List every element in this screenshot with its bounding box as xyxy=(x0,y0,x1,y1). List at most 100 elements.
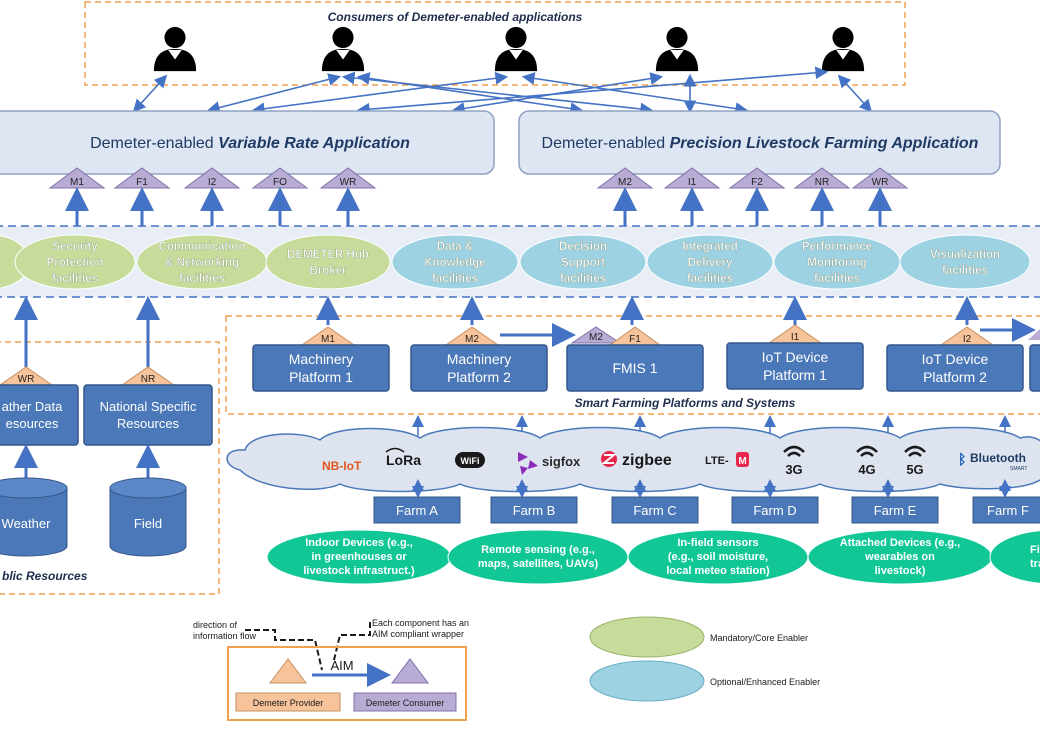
consumer-user-icon-5 xyxy=(821,26,865,72)
zigbee-logo: zigbee xyxy=(622,452,672,469)
g5-logo: 5G xyxy=(906,462,923,477)
bluetooth-logo: Bluetooth xyxy=(970,451,1026,465)
vra-tag-3: I2 xyxy=(208,177,217,188)
iot-device-platform-1 xyxy=(726,342,864,390)
offscreen-platform xyxy=(1029,344,1040,392)
wifi-logo-box xyxy=(455,452,485,468)
mp1-tag-label: M1 xyxy=(321,334,335,345)
network-tech-logos: NB-IoT LoRa WiFi sigfox zigbee LTE- M 3G… xyxy=(322,445,1027,477)
vra-consumer-tags: M1 F1 I2 FO WR xyxy=(48,167,377,189)
device-in-field: In-field sensors(e.g., soil moisture,loc… xyxy=(666,537,770,577)
plf-tag-2: I1 xyxy=(688,177,697,188)
vra-tag-5: WR xyxy=(340,177,357,188)
nbiot-logo: NB-IoT xyxy=(322,459,362,473)
vra-tag-4: FO xyxy=(273,177,287,188)
wifi-logo: WiFi xyxy=(461,456,480,466)
legend-consumer-box xyxy=(353,692,457,712)
db-up-arrows xyxy=(13,444,160,478)
platforms-title: Smart Farming Platforms and Systems xyxy=(575,396,796,410)
field-database xyxy=(109,477,187,557)
plf-tag-3: F2 xyxy=(751,177,763,188)
legend-consumer-label: Demeter Consumer xyxy=(366,698,445,708)
bluetooth-icon: ᛒ xyxy=(958,451,966,467)
enabler-ellipses xyxy=(0,234,1031,290)
device-remote-sensing: Remote sensing (e.g.,maps, satellites, U… xyxy=(478,544,599,570)
legend-mandatory-ellipse xyxy=(589,616,705,658)
plf-tag-4: NR xyxy=(815,177,829,188)
farm-e-label: Farm E xyxy=(874,503,917,518)
fmis-consumer-tag-label: M2 xyxy=(589,332,603,343)
sigfox-icon xyxy=(518,452,538,475)
enabler-to-app-arrows xyxy=(65,187,892,228)
consumer-user-icon-3 xyxy=(494,26,538,72)
weather-db-label: Weather xyxy=(2,516,52,531)
farm-c-box xyxy=(611,496,699,524)
farm-f-label: Farm F xyxy=(987,503,1029,518)
network-cloud xyxy=(226,426,1040,493)
machinery-platform-1 xyxy=(252,344,390,392)
legend-mandatory-label: Mandatory/Core Enabler xyxy=(710,633,808,643)
field-db-label: Field xyxy=(134,516,162,531)
fmis-consumer-tag xyxy=(570,326,622,344)
farm-d-label: Farm D xyxy=(753,503,796,518)
vra-tag-2: F1 xyxy=(136,177,148,188)
ltem-m-label: M xyxy=(738,456,746,467)
farm-boxes: Farm A Farm B Farm C Farm D Farm E Farm … xyxy=(373,496,1040,524)
national-specific-resources xyxy=(83,384,213,446)
fmis-platform xyxy=(566,344,704,392)
public-up-arrows xyxy=(13,296,160,367)
fmis-tag-label: F1 xyxy=(629,334,641,345)
farm-b-box xyxy=(490,496,578,524)
farm-a-label: Farm A xyxy=(396,503,438,518)
plf-tag-1: M2 xyxy=(618,177,632,188)
vra-app-title: Demeter-enabled Variable Rate Applicatio… xyxy=(90,135,410,152)
ltem-logo: LTE- xyxy=(705,455,729,467)
legend-provider-triangle xyxy=(269,658,307,684)
lora-wave-icon xyxy=(385,447,405,453)
g4-logo: 4G xyxy=(858,462,875,477)
consumer-user-icon-1 xyxy=(153,26,197,72)
consumer-user-icon-4 xyxy=(655,26,699,72)
legend-provider-box xyxy=(235,692,341,712)
farm-a-box xyxy=(373,496,461,524)
public-resources-box xyxy=(0,341,220,595)
farm-e-box xyxy=(851,496,939,524)
weather-data-resources xyxy=(0,384,79,446)
mp2-tag-label: M2 xyxy=(465,334,479,345)
legend-optional-ellipse xyxy=(589,660,705,702)
legend-box xyxy=(227,646,467,721)
farm-c-label: Farm C xyxy=(633,503,676,518)
consumers-title: Consumers of Demeter-enabled application… xyxy=(328,10,583,24)
machinery-platform-2 xyxy=(410,344,548,392)
farm-d-box xyxy=(731,496,819,524)
legend-optional-label: Optional/Enhanced Enabler xyxy=(710,677,820,687)
offscreen-consumer-tag xyxy=(1028,329,1040,340)
vra-app-box xyxy=(0,110,495,175)
device-last: Fieltrac xyxy=(1030,544,1040,570)
ltem-m-badge xyxy=(736,452,749,467)
signal-3g-icon xyxy=(783,445,805,457)
legend-direction-pointer xyxy=(245,629,323,671)
national-tag-label: NR xyxy=(141,374,155,385)
device-ellipses xyxy=(266,529,1040,585)
legend-wrapper-pointer xyxy=(333,622,371,661)
vra-tag-1: M1 xyxy=(70,177,84,188)
